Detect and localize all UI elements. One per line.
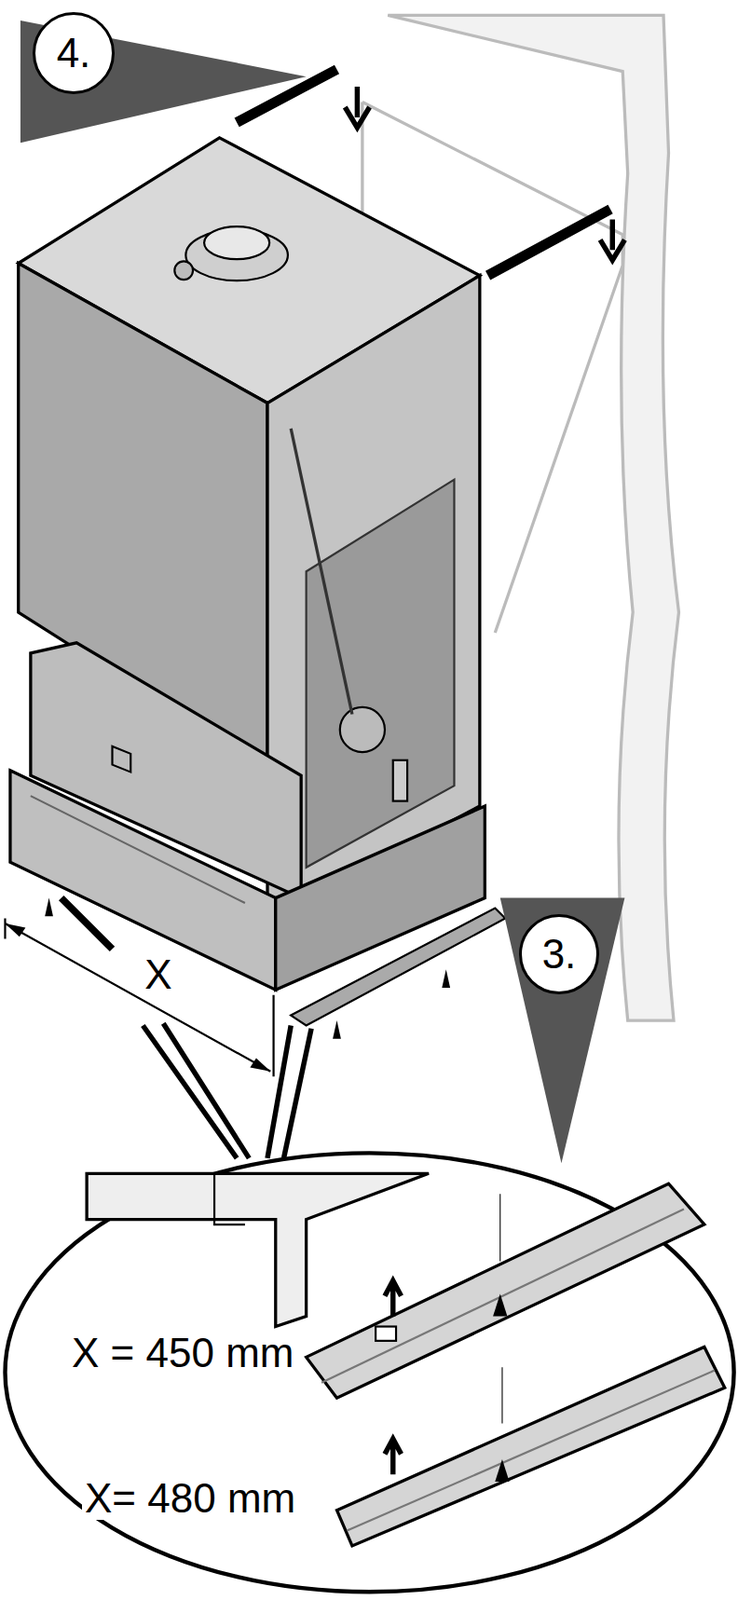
dimension-label: X [141,953,175,997]
callout-number: 4. [56,32,92,74]
dimension-value: X= 480 mm [82,1476,299,1520]
callout-circle: 3. [519,914,600,995]
dimension-value: X = 450 mm [68,1331,297,1375]
callout-circle: 4. [32,12,115,95]
callout-number: 3. [542,933,577,975]
